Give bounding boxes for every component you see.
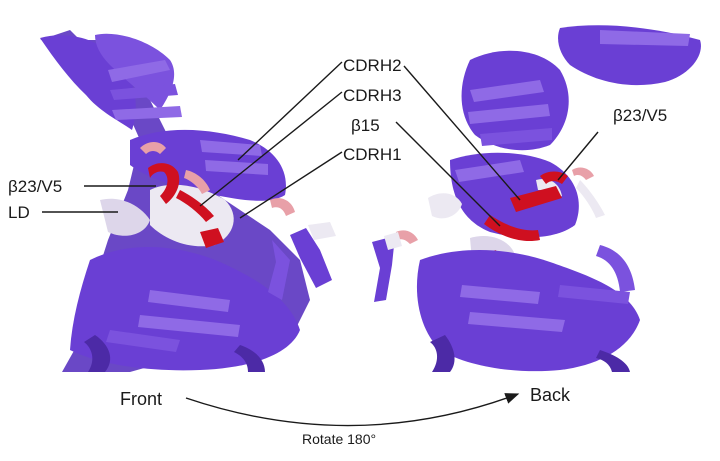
label-b23v5-left: β23/V5 <box>8 177 62 196</box>
label-cdrh1: CDRH1 <box>343 145 402 164</box>
label-cdrh3: CDRH3 <box>343 86 402 105</box>
front-view-structure <box>40 30 336 372</box>
label-rotate: Rotate 180° <box>302 431 376 447</box>
label-back: Back <box>530 385 571 405</box>
label-b15: β15 <box>351 116 380 135</box>
back-view-structure <box>372 25 701 372</box>
label-leaders <box>42 61 599 227</box>
label-b23v5-right: β23/V5 <box>613 106 667 125</box>
label-front: Front <box>120 389 162 409</box>
rotate-arrow <box>185 393 520 427</box>
label-ld: LD <box>8 203 30 222</box>
label-cdrh2: CDRH2 <box>343 56 402 75</box>
